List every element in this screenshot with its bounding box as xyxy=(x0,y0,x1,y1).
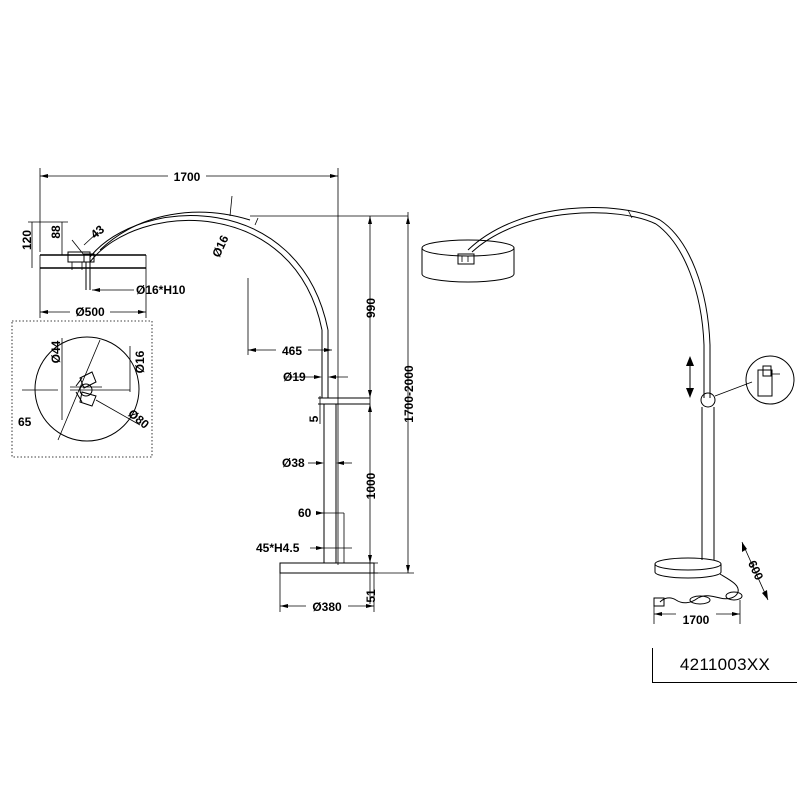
right-lamp xyxy=(421,207,795,607)
label-shade-diameter: Ø500 xyxy=(75,305,105,319)
label-upper-tube-depth: 990 xyxy=(364,298,378,318)
dim-base-post-width: 60 xyxy=(298,506,345,563)
label-shade-height: 120 xyxy=(20,230,34,250)
product-code-box: 4211003XX xyxy=(652,648,797,683)
dim-lower-tube-diameter: Ø38 xyxy=(282,456,352,470)
label-lower-tube-diameter: Ø38 xyxy=(282,456,305,470)
dim-base-chamfer: 45*H4.5 xyxy=(256,541,352,555)
label-base-chamfer: 45*H4.5 xyxy=(256,541,300,555)
dim-shade-mount: Ø16*H10 xyxy=(92,283,186,297)
label-total-reach: 1700 xyxy=(174,170,201,184)
label-arc-bend-offset: 465 xyxy=(282,344,302,358)
label-shade-inner-height: 88 xyxy=(49,225,63,239)
dim-cord-length: 1700 xyxy=(653,600,741,627)
label-base-diameter: Ø380 xyxy=(312,600,342,614)
label-base-post-width: 60 xyxy=(298,506,312,520)
label-lower-tube-height: 1000 xyxy=(364,472,378,499)
label-cable-length: 600 xyxy=(745,558,766,582)
dim-cable-length: 600 xyxy=(741,541,769,601)
label-base-height: 51 xyxy=(364,589,378,603)
dim-shade-height: 120 88 43 xyxy=(20,221,107,268)
label-top-hole-diameter: Ø16 xyxy=(133,350,147,373)
label-cord-length: 1700 xyxy=(683,613,710,627)
tube-joint: 5 xyxy=(307,396,370,424)
left-base: Ø380 xyxy=(279,562,375,614)
label-arc-tube-diameter: Ø16 xyxy=(209,233,231,260)
dim-total-reach: 1700 xyxy=(39,168,339,565)
product-code: 4211003XX xyxy=(679,655,771,674)
label-upper-tube-diameter: Ø19 xyxy=(283,370,306,384)
dim-total-height: 1700-2000 xyxy=(374,212,416,574)
label-joint-gap: 5 xyxy=(307,415,321,422)
dim-vertical-chain: 990 1000 51 xyxy=(336,216,378,604)
label-total-height: 1700-2000 xyxy=(402,365,416,423)
dim-arc-bend-offset: 465 xyxy=(247,278,332,358)
label-top-spread: Ø80 xyxy=(125,406,152,432)
top-view: Ø44 Ø16 65 Ø80 xyxy=(11,320,153,458)
label-top-offset: 65 xyxy=(18,415,32,429)
dim-shade-diameter: Ø500 xyxy=(39,268,147,319)
label-shade-mount: Ø16*H10 xyxy=(136,283,186,297)
left-shade xyxy=(39,251,147,290)
dim-upper-tube-diameter: Ø19 xyxy=(283,370,348,384)
lower-tube xyxy=(323,404,337,563)
label-top-socket-diameter: Ø44 xyxy=(49,340,63,363)
left-arc xyxy=(89,195,408,398)
